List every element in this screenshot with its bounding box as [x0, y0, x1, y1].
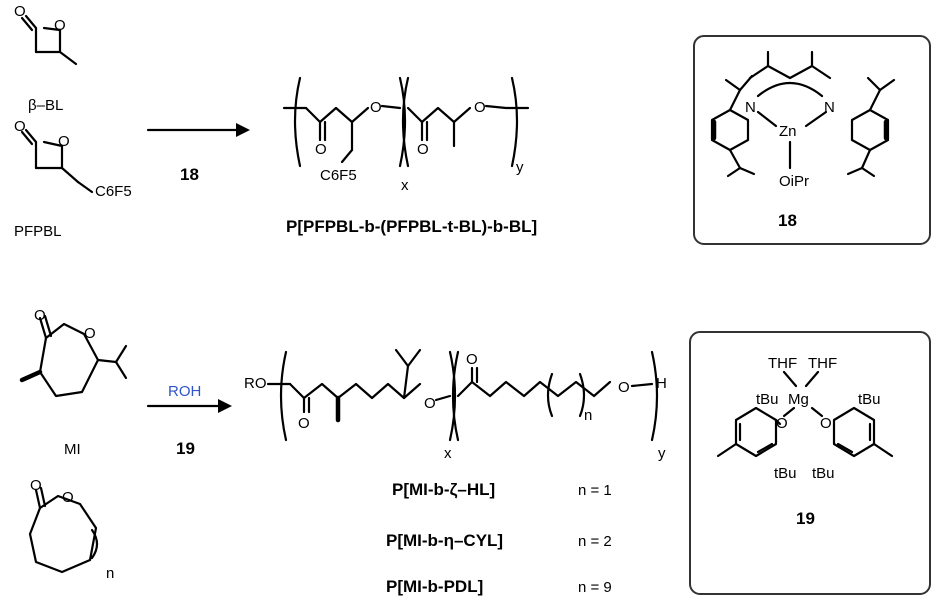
tbu-label: tBu: [812, 465, 835, 482]
complex-18-box: N N Zn OiPr 18: [693, 35, 931, 245]
tbu-label: tBu: [774, 465, 797, 482]
carbonyl-o: O: [30, 477, 42, 494]
carbonyl-o: O: [466, 351, 478, 368]
tbu-label: tBu: [858, 391, 881, 408]
ro-label: RO: [244, 375, 267, 392]
initiator-label: ROH: [168, 383, 201, 400]
subscript-x: x: [401, 177, 409, 194]
carbonyl-o: O: [417, 141, 429, 158]
phenoxide-o: O: [776, 415, 788, 432]
polymer-n: n = 9: [578, 579, 612, 596]
subscript-x: x: [444, 445, 452, 462]
top-polymer-structure: O C6F5 O O O x y: [282, 76, 530, 194]
alkoxide-label: OiPr: [779, 173, 809, 190]
complex-18-label: 18: [778, 211, 797, 230]
n-left: N: [745, 99, 756, 116]
mg-atom: Mg: [788, 391, 809, 408]
end-h: H: [656, 375, 667, 392]
beta-bl-structure: O O: [14, 3, 78, 66]
mi-structure: O O: [19, 307, 128, 398]
ring-o: O: [62, 489, 74, 506]
subscript-y: y: [516, 159, 524, 176]
thf-label: THF: [768, 355, 797, 372]
tbu-label: tBu: [756, 391, 779, 408]
complex-19-box: THF THF Mg O O tBu tBu tBu tBu 19: [689, 331, 931, 595]
polymer-title-top: P[PFPBL-b-(PFPBL-t-BL)-b-BL]: [286, 217, 537, 236]
phenoxide-o: O: [820, 415, 832, 432]
carbonyl-o: O: [14, 118, 26, 135]
subscript-n: n: [584, 407, 592, 424]
bottom-polymer-structure: RO O O O n O H x y: [244, 348, 667, 462]
ether-o: O: [474, 99, 486, 116]
mi-label: MI: [64, 441, 81, 458]
polymer-name: P[MI-b-PDL]: [386, 577, 483, 596]
reaction-arrow-top: [146, 123, 250, 137]
polymer-name: P[MI-b-ζ–HL]: [392, 480, 495, 499]
ether-o: O: [370, 99, 382, 116]
pfpbl-label: PFPBL: [14, 223, 62, 240]
pfpbl-structure: O O C6F5: [14, 118, 132, 200]
catalyst-label-top: 18: [180, 165, 199, 184]
c6f5-label: C6F5: [320, 167, 357, 184]
zn-atom: Zn: [779, 123, 797, 140]
carbonyl-o: O: [34, 307, 46, 324]
reaction-arrow-bottom: [146, 399, 232, 413]
ether-o: O: [424, 395, 436, 412]
polymer-n: n = 1: [578, 482, 612, 499]
polymer-n: n = 2: [578, 533, 612, 550]
c6f5-label: C6F5: [95, 183, 132, 200]
ring-o: O: [84, 325, 96, 342]
lactone-structure: O O n: [28, 477, 114, 582]
catalyst-label-bottom: 19: [176, 439, 195, 458]
polymer-list: P[MI-b-ζ–HL] n = 1 P[MI-b-η–CYL] n = 2 P…: [386, 480, 612, 596]
lactone-n: n: [106, 565, 114, 582]
subscript-y: y: [658, 445, 666, 462]
thf-label: THF: [808, 355, 837, 372]
carbonyl-o: O: [14, 3, 26, 20]
n-right: N: [824, 99, 835, 116]
ring-o: O: [54, 17, 66, 34]
carbonyl-o: O: [315, 141, 327, 158]
polymer-name: P[MI-b-η–CYL]: [386, 531, 503, 550]
carbonyl-o: O: [298, 415, 310, 432]
beta-bl-label: β–BL: [28, 97, 63, 114]
ether-o: O: [618, 379, 630, 396]
complex-19-label: 19: [796, 509, 815, 528]
ring-o: O: [58, 133, 70, 150]
